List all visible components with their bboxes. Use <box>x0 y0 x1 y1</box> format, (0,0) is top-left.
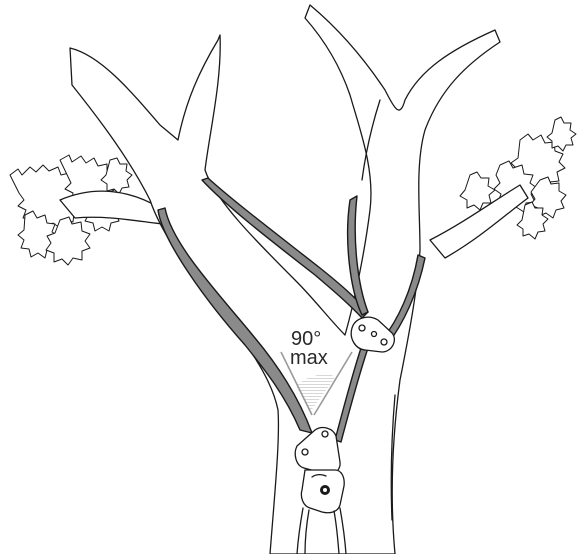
tree-trunk <box>70 5 500 554</box>
device-rivet <box>302 449 308 455</box>
angle-unit: max <box>290 347 328 369</box>
device-rivet <box>322 431 328 437</box>
